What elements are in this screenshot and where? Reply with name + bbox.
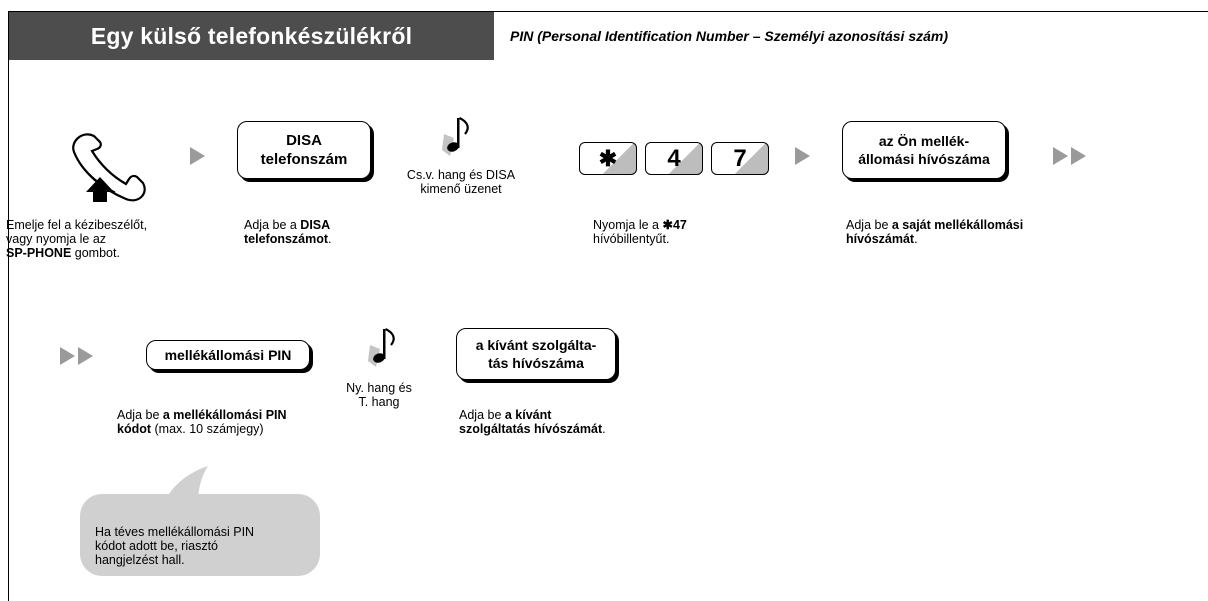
continue-arrow [78, 347, 93, 365]
step-arrow [795, 147, 810, 165]
tone-caption-2: Ny. hang és T. hang [324, 381, 434, 409]
offhook-desc-line1: Emelje fel a kézibeszélőt, [6, 218, 148, 232]
service-desc-tail: . [602, 422, 606, 436]
pin-desc-pre: Adja be [117, 408, 163, 422]
continue-arrow [1071, 147, 1086, 165]
disa-description: Adja be a DISA telefonszámot. [244, 218, 394, 246]
pin-desc-tail: (max. 10 számjegy) [151, 422, 264, 436]
disa-number-key: DISA telefonszám [237, 121, 371, 179]
star-key: ✱ [579, 142, 637, 175]
note-text: Ha téves mellékállomási PIN kódot adott … [95, 525, 295, 567]
pin-desc-bold1: a mellékállomási PIN [162, 408, 287, 422]
step-arrow [190, 147, 205, 165]
tone1-line1: Cs.v. hang és DISA [406, 168, 516, 182]
extension-description: Adja be a saját mellékállomási hívószámá… [846, 218, 1066, 246]
tone1-line2: kimenő üzenet [420, 182, 502, 196]
service-desc-bold1: a kívánt [504, 408, 552, 422]
music-note-icon [366, 325, 402, 373]
extension-number-key: az Ön mellék- állomási hívószáma [842, 121, 1006, 179]
page-subtitle: PIN (Personal Identification Number – Sz… [510, 28, 949, 44]
ext-desc-pre: Adja be [846, 218, 892, 232]
note-line2: kódot adott be, riasztó [95, 539, 218, 553]
ext-key-line2: állomási hívószáma [858, 151, 990, 167]
digit-4-key: 4 [645, 142, 703, 175]
disa-key-line2: telefonszám [260, 151, 348, 168]
disa-desc-bold1: DISA [300, 218, 331, 232]
digit-7-key: 7 [711, 142, 769, 175]
ext-desc-bold1: a saját mellékállomási [891, 218, 1024, 232]
handset-offhook-icon [60, 122, 170, 202]
disa-desc-bold2: telefonszámot [244, 232, 329, 246]
code-desc-bold: ✱47 [662, 218, 687, 232]
continue-arrow [60, 347, 75, 365]
service-number-key: a kívánt szolgálta- tás hívószáma [456, 328, 616, 380]
offhook-desc-tail: gombot. [71, 246, 120, 260]
code-description: Nyomja le a ✱47 hívóbillentyűt. [593, 218, 753, 246]
service-desc-bold2: szolgáltatás hívószámát [459, 422, 603, 436]
page-title: Egy külső telefonkészülékről [9, 12, 494, 60]
disa-key-line1: DISA [286, 132, 322, 149]
tone2-line2: T. hang [358, 395, 400, 409]
code-desc-line2: hívóbillentyűt. [593, 232, 670, 246]
ext-desc-bold2: hívószámát [846, 232, 915, 246]
extension-pin-key: mellékállomási PIN [146, 340, 310, 370]
note-bubble [80, 494, 320, 576]
offhook-description: Emelje fel a kézibeszélőt, vagy nyomja l… [6, 218, 206, 260]
spphone-label: SP-PHONE [6, 246, 72, 260]
note-line3: hangjelzést hall. [95, 553, 185, 567]
ext-desc-tail: . [914, 232, 918, 246]
tone-caption-1: Cs.v. hang és DISA kimenő üzenet [380, 168, 542, 196]
frame-top-border [8, 11, 1208, 12]
note-line1: Ha téves mellékállomási PIN [95, 525, 255, 539]
pin-description: Adja be a mellékállomási PIN kódot (max.… [117, 408, 357, 436]
service-key-line2: tás hívószáma [488, 355, 584, 371]
tone2-line1: Ny. hang és [346, 381, 412, 395]
music-note-icon [440, 114, 476, 162]
ext-key-line1: az Ön mellék- [878, 133, 970, 149]
disa-desc-pre: Adja be a [244, 218, 301, 232]
frame-left-border [8, 11, 9, 601]
service-description: Adja be a kívánt szolgáltatás hívószámát… [459, 408, 679, 436]
code-desc-pre: Nyomja le a [593, 218, 663, 232]
service-key-line1: a kívánt szolgálta- [475, 337, 597, 353]
disa-desc-tail: . [328, 232, 332, 246]
service-desc-pre: Adja be [459, 408, 505, 422]
pin-desc-bold2: kódot [117, 422, 152, 436]
offhook-desc-line2: vagy nyomja le az [6, 232, 107, 246]
continue-arrow [1053, 147, 1068, 165]
